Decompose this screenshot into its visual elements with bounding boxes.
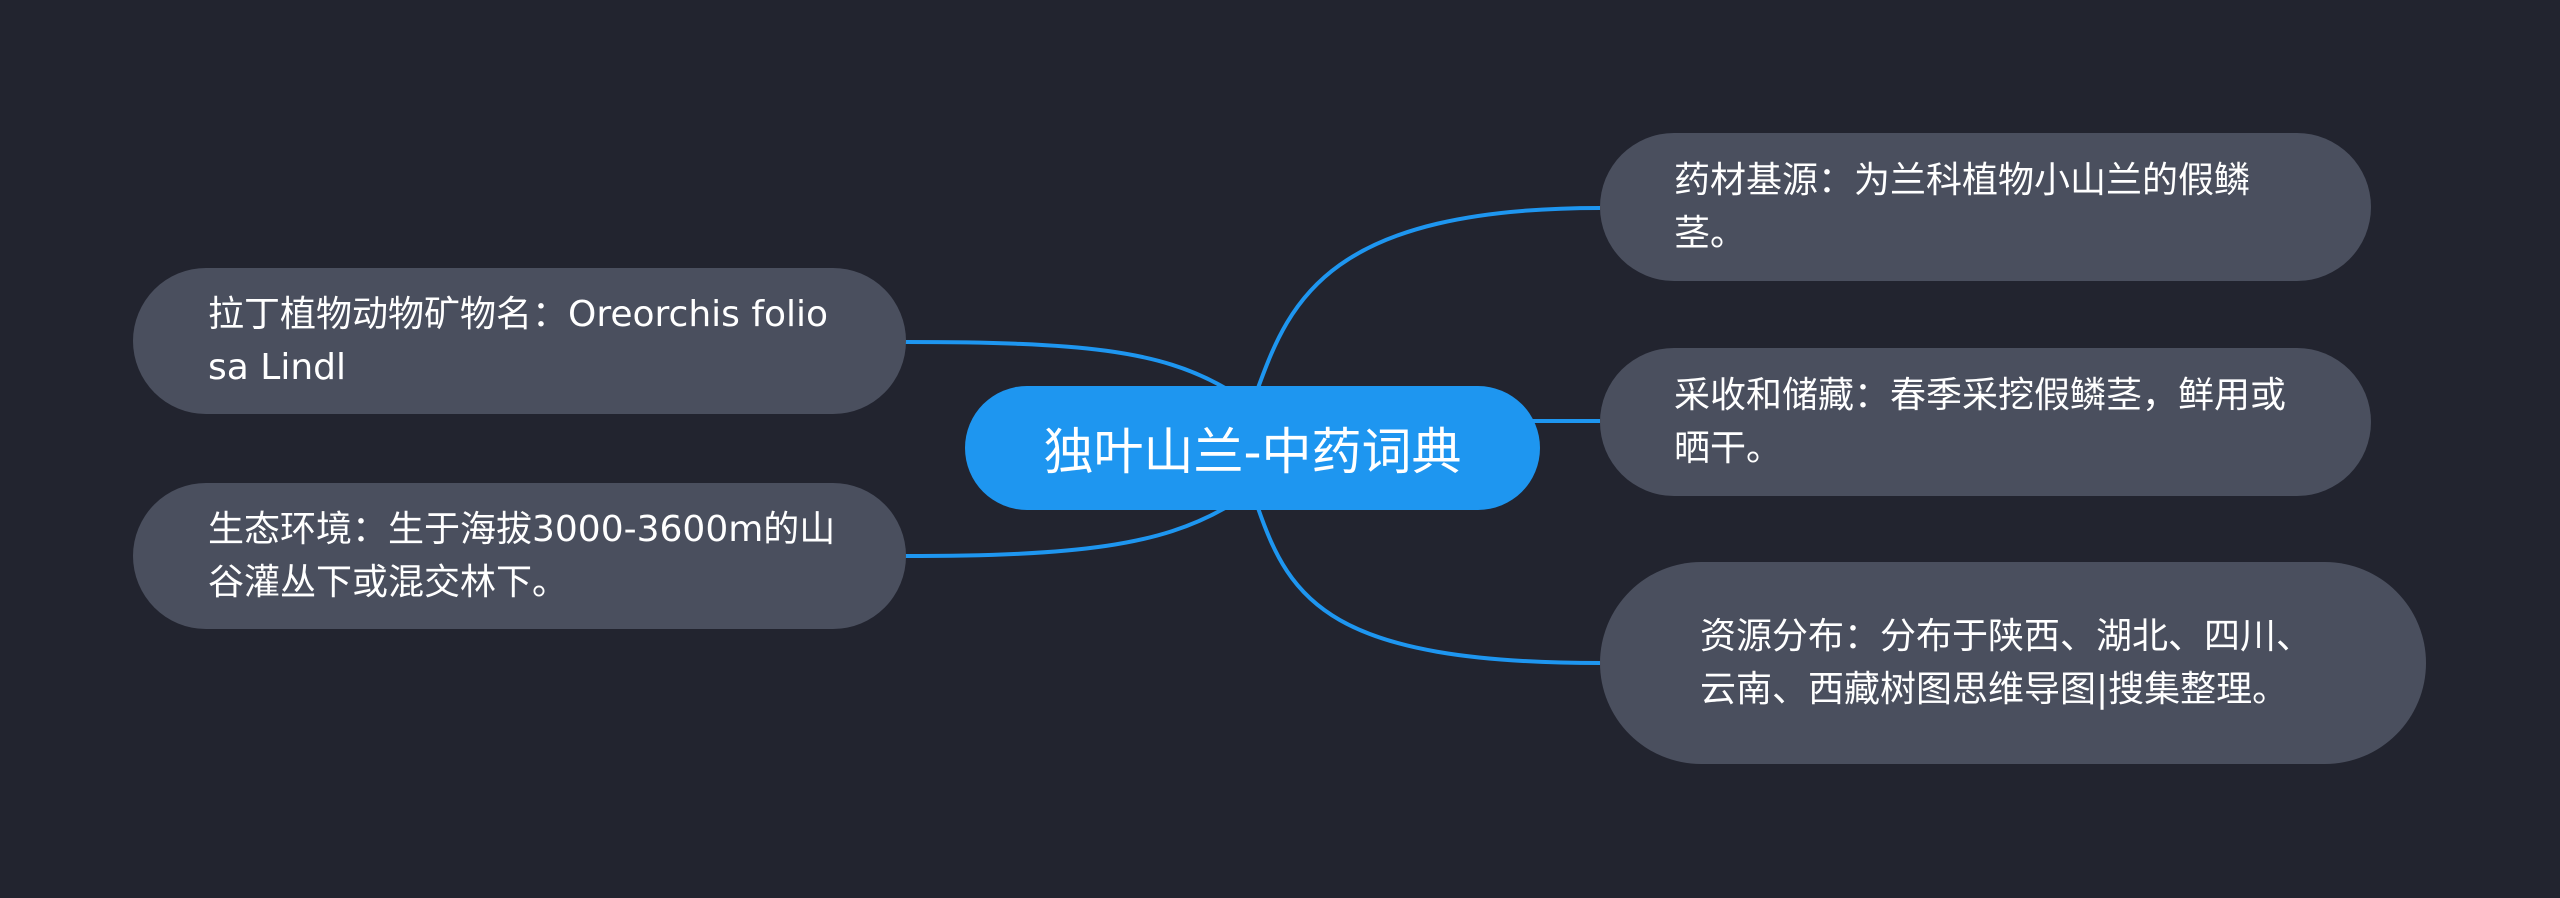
node-distribution[interactable]: 资源分布：分布于陕西、湖北、四川、云南、西藏树图思维导图|搜集整理。 xyxy=(1600,562,2426,764)
link-source xyxy=(1256,206,1601,389)
node-harvest[interactable]: 采收和储藏：春季采挖假鳞茎，鲜用或晒干。 xyxy=(1600,348,2371,496)
node-habitat[interactable]: 生态环境：生于海拔3000-3600m的山谷灌丛下或混交林下。 xyxy=(133,483,906,629)
link-latin-name xyxy=(904,340,1227,390)
node-latin-name[interactable]: 拉丁植物动物矿物名：Oreorchis foliosa Lindl xyxy=(133,268,906,414)
link-habitat xyxy=(904,506,1226,558)
node-source[interactable]: 药材基源：为兰科植物小山兰的假鳞茎。 xyxy=(1600,133,2371,281)
node-latin-name-label: 拉丁植物动物矿物名：Oreorchis foliosa Lindl xyxy=(208,294,829,388)
center-topic-label: 独叶山兰-中药词典 xyxy=(1043,423,1462,481)
node-source-label: 药材基源：为兰科植物小山兰的假鳞茎。 xyxy=(1674,160,2251,254)
node-distribution-label: 资源分布：分布于陕西、湖北、四川、云南、西藏树图思维导图|搜集整理。 xyxy=(1700,616,2313,710)
node-harvest-label: 采收和储藏：春季采挖假鳞茎，鲜用或晒干。 xyxy=(1674,375,2287,469)
node-habitat-label: 生态环境：生于海拔3000-3600m的山谷灌丛下或混交林下。 xyxy=(208,509,836,603)
link-distribution xyxy=(1256,507,1601,665)
center-topic[interactable]: 独叶山兰-中药词典 xyxy=(965,386,1540,510)
